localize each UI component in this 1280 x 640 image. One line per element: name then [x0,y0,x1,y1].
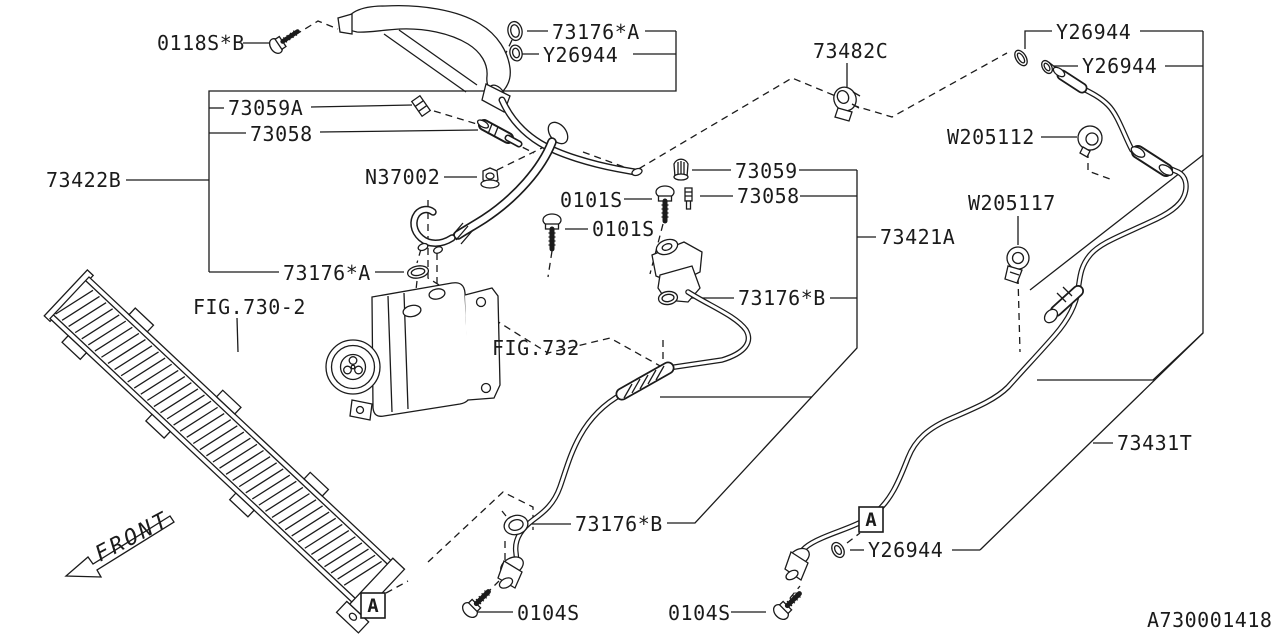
oring-icon-73176a-top [507,20,523,42]
suction-pipe-assembly-73422b [337,4,643,254]
part-label-0101s-2: 0101S [592,217,655,241]
bolt-icon-0104s-1 [461,589,491,619]
clamp-icon-73482c [833,86,861,122]
pipe-joint-block [651,238,703,303]
view-marker-a1-letter: A [367,595,379,617]
oring-icon-y26944-right2 [1041,59,1053,75]
bolt-icon-0118sb [268,29,300,54]
part-label-73058-right: 73058 [737,184,800,208]
view-marker-a2-letter: A [865,509,877,531]
condenser-figure [43,269,406,634]
part-label-y26944-topleft: Y26944 [543,43,618,67]
part-label-73176a-lower: 73176*A [283,261,371,285]
part-label-73482c: 73482C [813,39,888,63]
valve-icon-73058-right [684,187,693,210]
part-label-73422b: 73422B [46,168,121,192]
oring-icon-y26944-bottom [831,541,845,559]
bolt-icon-0101s-1 [655,185,675,224]
part-label-n37002: N37002 [365,165,440,189]
part-label-73059-right: 73059 [735,159,798,183]
front-arrow-icon [64,515,175,578]
part-label-73058-left: 73058 [250,122,313,146]
bolt-icon-0101s-2 [542,213,562,252]
part-labels: 0118S*B 73176*A Y26944 73482C Y26944 Y26… [46,20,1192,625]
view-marker-a2: A [858,506,884,533]
part-label-73421a: 73421A [880,225,955,249]
front-label: FRONT [91,507,174,567]
part-label-y26944-bottom: Y26944 [868,538,943,562]
oring-icon-73176b-1 [657,290,679,306]
front-direction-indicator: FRONT [64,507,175,578]
part-label-0118sb: 0118S*B [157,31,245,55]
part-label-73431t: 73431T [1117,431,1192,455]
part-label-w205112: W205112 [947,125,1035,149]
part-label-w205117: W205117 [968,191,1056,215]
part-label-y26944-right1: Y26944 [1056,20,1131,44]
part-label-73059a: 73059A [228,96,303,120]
bolt-icon-0104s-2 [772,591,802,621]
nut-icon-n37002 [480,167,500,189]
ac-pipe-assembly-73431t [784,61,1189,581]
drawing-number: A730001418 [1147,608,1272,632]
valve-icon-73058-left [476,119,523,148]
compressor-figure [325,282,501,421]
part-label-73176b-1: 73176*B [738,286,826,310]
part-label-0104s-1: 0104S [517,601,580,625]
part-label-0104s-2: 0104S [668,601,731,625]
ac-pipe-assembly-73421a [497,289,752,589]
part-label-73176b-2: 73176*B [575,512,663,536]
clip-icon-73059a [410,94,432,118]
figure-ref-730-2: FIG.730-2 [193,295,306,319]
grommet-icon-w205112 [1077,125,1103,158]
nut-icon-73059-right [673,158,689,181]
oring-icon-73176b-2 [501,510,529,536]
oring-icon-73176a-lower [406,265,430,279]
nut-icon-y26944-topleft [509,44,523,62]
part-label-73176a-top: 73176*A [552,20,640,44]
clamp-icon-w205117 [1004,246,1030,284]
part-label-0101s-1: 0101S [560,188,623,212]
service-valve-icon [1043,285,1084,324]
washer-icon-y26944-right1 [1014,49,1028,67]
group-bracket-lines [126,30,1204,551]
figure-ref-732: FIG.732 [492,336,580,360]
view-marker-a1: A [360,592,386,619]
part-label-y26944-right2: Y26944 [1082,54,1157,78]
